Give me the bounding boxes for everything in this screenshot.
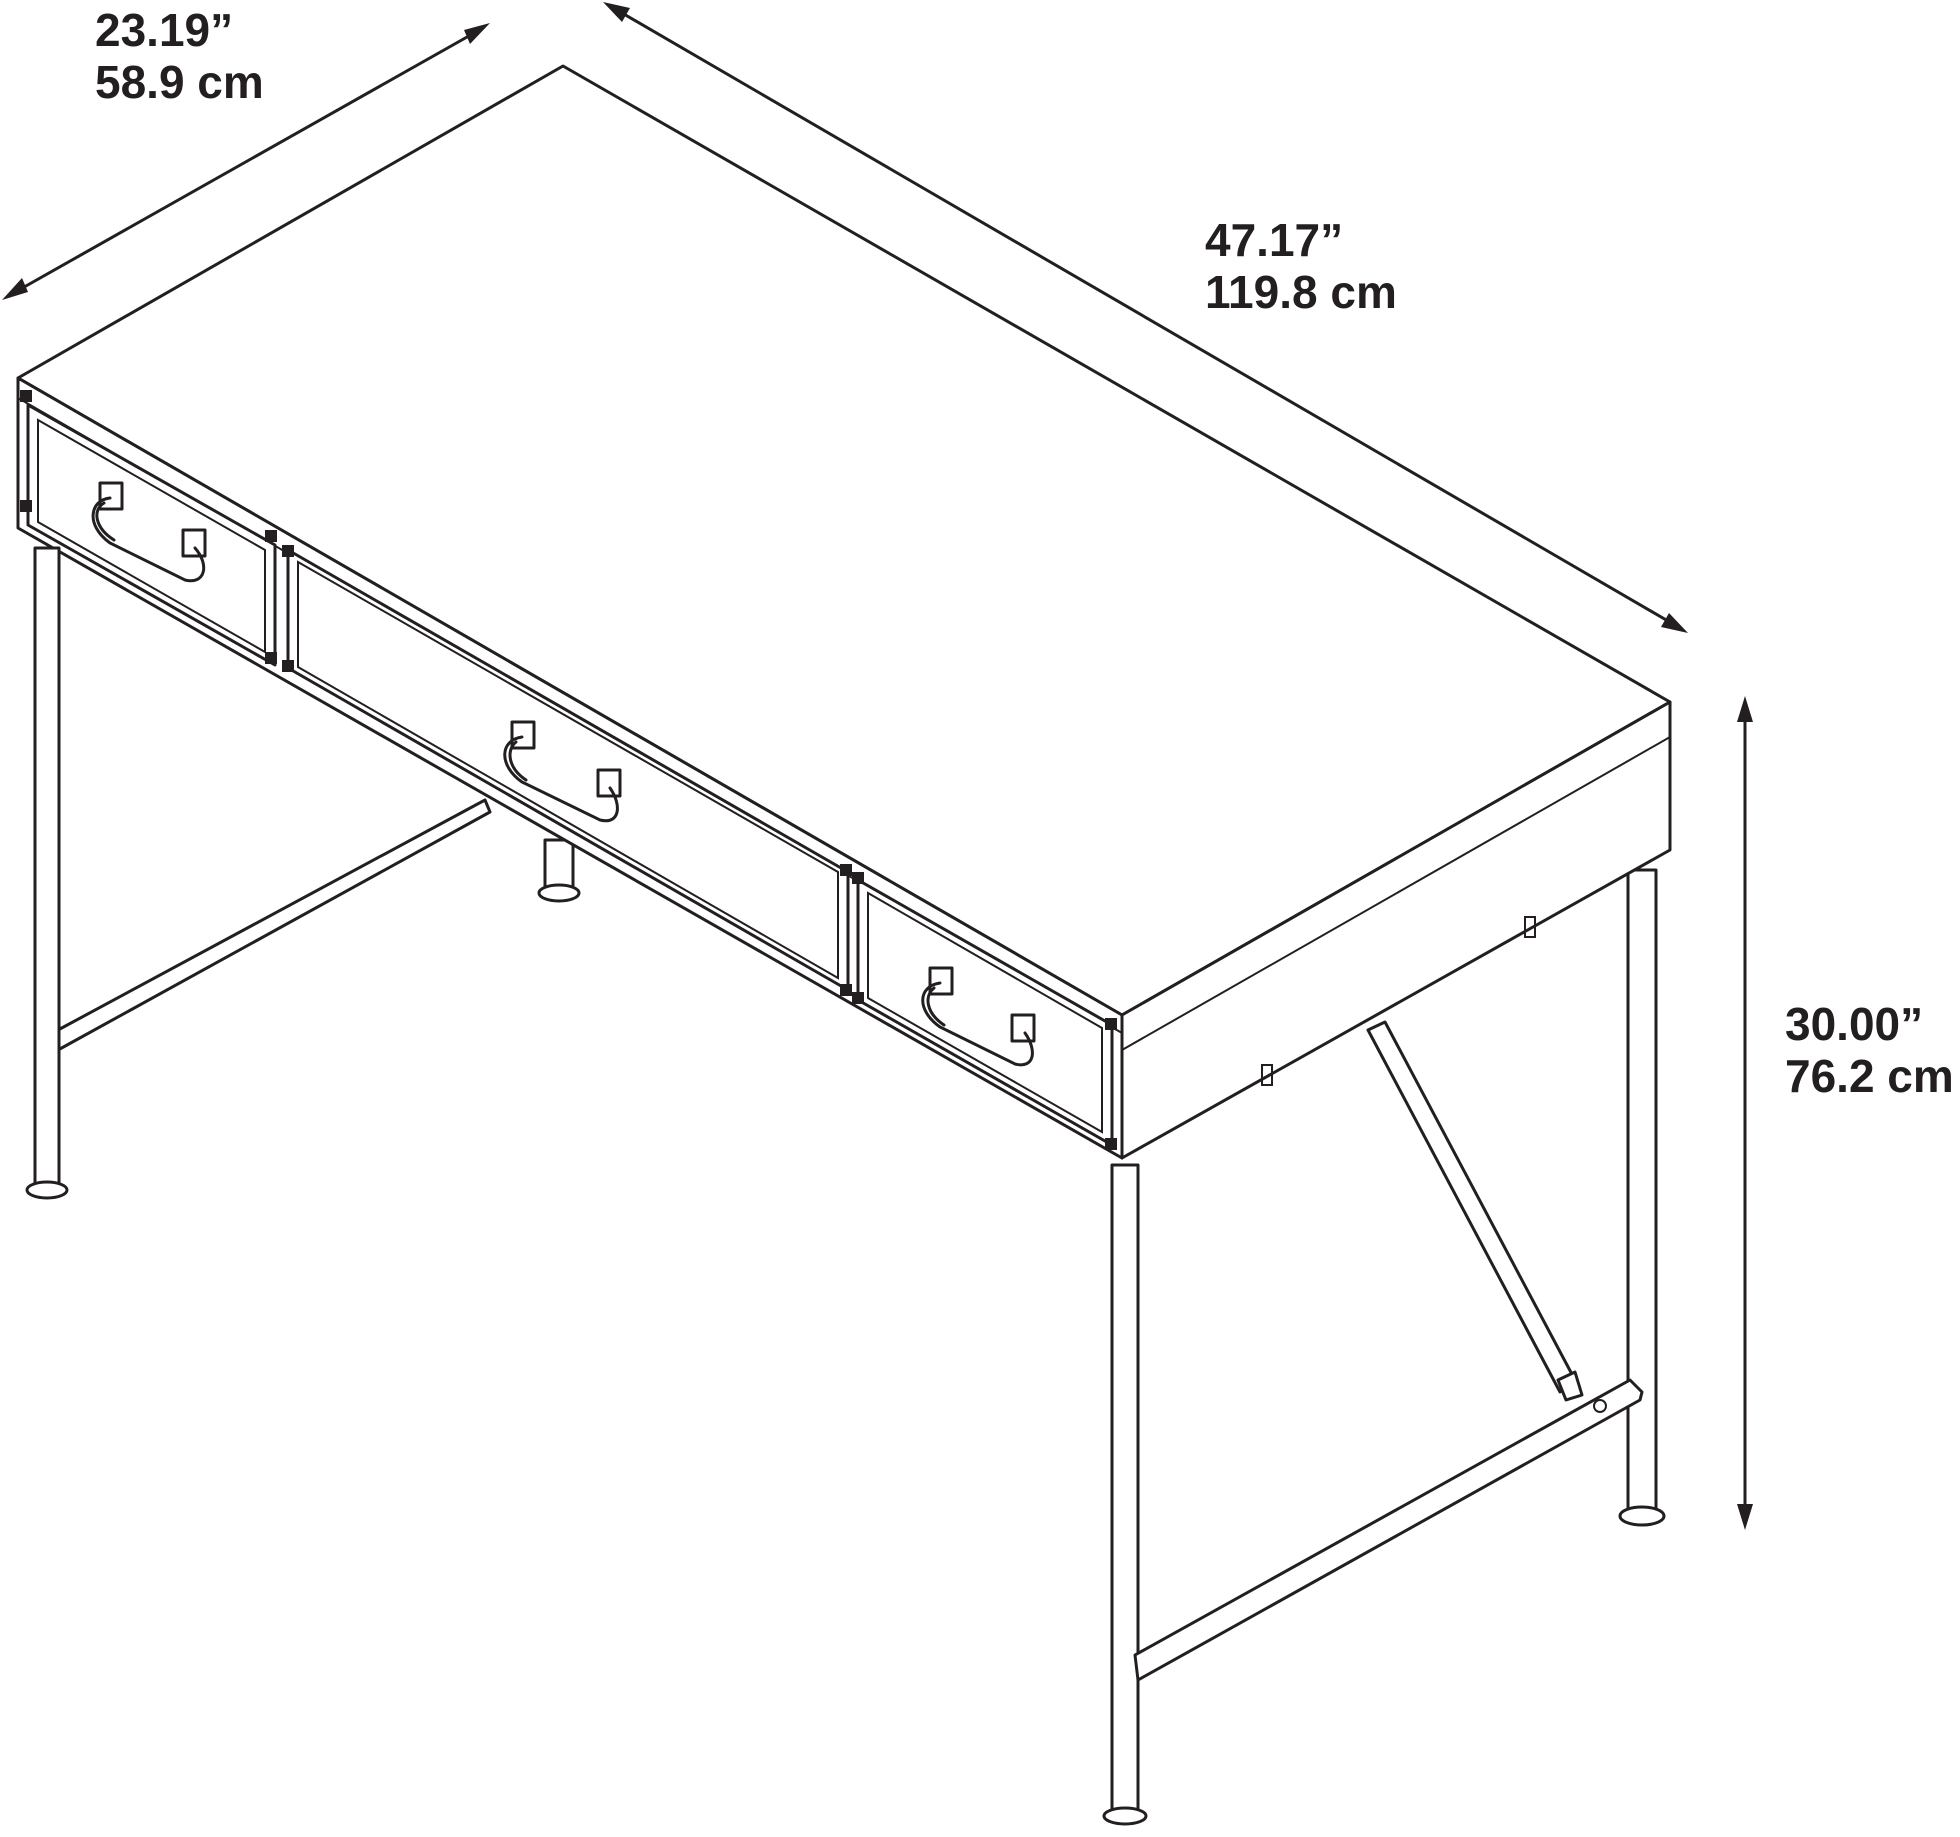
front-left-leg [25,546,69,1200]
height-metric: 76.2 cm [1785,1050,1954,1102]
width-metric: 119.8 cm [1205,266,1397,318]
front-right-leg [1102,1163,1148,1826]
back-right-leg [1618,868,1666,1527]
stretcher-bolt [1593,1399,1607,1413]
width-dimension-label: 47.17” 119.8 cm [1205,214,1397,318]
center-drawer-handle [503,720,622,823]
brace-bracket [1556,1370,1584,1402]
width-dimension-arrow [603,2,1688,633]
side-stretcher [1133,1378,1644,1682]
back-stretcher [56,798,492,1052]
center-drawer [282,545,852,996]
right-drawer-handle [921,966,1036,1067]
desk-top-edge-line [1121,736,1671,1051]
side-diagonal-brace [1366,1020,1577,1394]
apron-joint-2 [1524,916,1536,938]
height-imperial: 30.00” [1785,998,1924,1050]
left-drawer-handle [91,481,207,583]
depth-imperial: 23.19” [95,4,234,56]
left-drawer [20,390,277,667]
height-dimension-label: 30.00” 76.2 cm [1785,998,1954,1102]
right-drawer [852,872,1117,1150]
height-dimension-arrow [1737,696,1753,1530]
depth-dimension-arrow [2,23,490,300]
width-imperial: 47.17” [1205,214,1344,266]
back-left-leg [537,838,581,903]
depth-dimension-label: 23.19” 58.9 cm [95,4,264,108]
apron-joint-1 [1261,1064,1273,1086]
depth-metric: 58.9 cm [95,56,264,108]
